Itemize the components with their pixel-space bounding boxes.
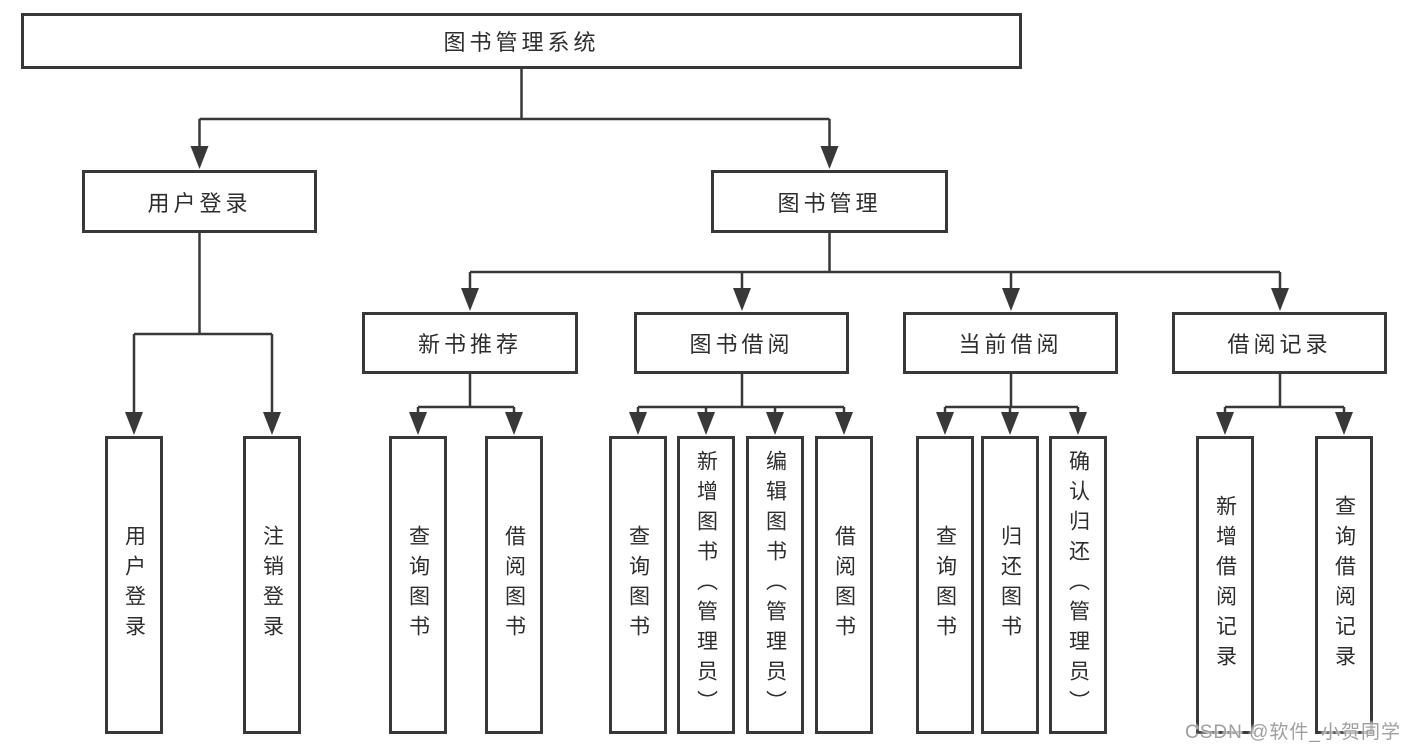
leaf-borrow-edit-admin: 编辑图书（管理员） [746, 436, 804, 734]
leaf-current-query-label: 查询图书 [933, 525, 957, 645]
leaf-newbooks-borrow-label: 借阅图书 [502, 525, 526, 645]
leaf-current-query: 查询图书 [916, 436, 974, 734]
leaf-borrow-borrow-label: 借阅图书 [832, 525, 856, 645]
leaf-borrow-borrow: 借阅图书 [815, 436, 873, 734]
node-borrow-records: 借阅记录 [1172, 312, 1387, 374]
leaf-records-add: 新增借阅记录 [1196, 436, 1254, 734]
leaf-records-add-label: 新增借阅记录 [1213, 495, 1237, 675]
node-root: 图书管理系统 [21, 13, 1022, 69]
leaf-records-query: 查询借阅记录 [1315, 436, 1373, 734]
leaf-current-confirm-admin-label: 确认归还（管理员） [1066, 450, 1090, 720]
csdn-watermark: CSDN @软件_小贺同学 [1185, 722, 1401, 743]
leaf-newbooks-borrow: 借阅图书 [485, 436, 543, 734]
node-root-label: 图书管理系统 [443, 30, 600, 55]
node-current-borrow-label: 当前借阅 [958, 332, 1063, 357]
leaf-user-login-label: 用户登录 [122, 525, 146, 645]
node-user-login-label: 用户登录 [147, 190, 252, 216]
leaf-logout: 注销登录 [243, 436, 301, 734]
leaf-current-return-label: 归还图书 [998, 525, 1022, 645]
node-borrow-records-label: 借阅记录 [1227, 332, 1332, 357]
leaf-newbooks-query: 查询图书 [389, 436, 447, 734]
node-current-borrow: 当前借阅 [903, 312, 1118, 374]
leaf-borrow-query: 查询图书 [609, 436, 667, 734]
leaf-newbooks-query-label: 查询图书 [406, 525, 430, 645]
node-new-books-label: 新书推荐 [417, 332, 522, 357]
leaf-current-confirm-admin: 确认归还（管理员） [1049, 436, 1107, 734]
leaf-records-query-label: 查询借阅记录 [1332, 495, 1356, 675]
node-new-books: 新书推荐 [362, 312, 578, 374]
leaf-logout-label: 注销登录 [260, 525, 284, 645]
leaf-borrow-query-label: 查询图书 [626, 525, 650, 645]
node-book-management-label: 图书管理 [777, 190, 882, 216]
node-book-borrow: 图书借阅 [634, 312, 849, 374]
leaf-borrow-add-admin-label: 新增图书（管理员） [694, 450, 718, 720]
leaf-borrow-edit-admin-label: 编辑图书（管理员） [763, 450, 787, 720]
leaf-user-login: 用户登录 [105, 436, 163, 734]
node-book-management: 图书管理 [711, 170, 948, 233]
leaf-borrow-add-admin: 新增图书（管理员） [677, 436, 735, 734]
node-user-login: 用户登录 [82, 170, 317, 233]
node-book-borrow-label: 图书借阅 [689, 332, 794, 357]
leaf-current-return: 归还图书 [981, 436, 1039, 734]
